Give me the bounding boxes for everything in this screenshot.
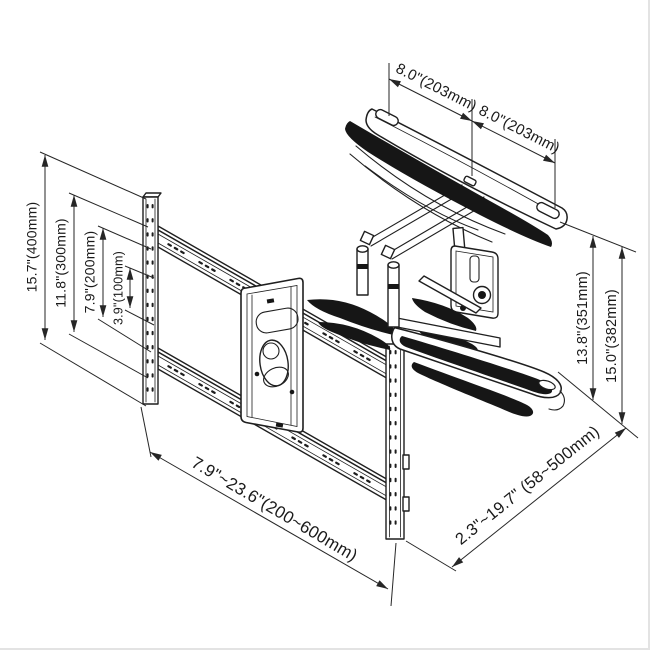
dim-label-extension-range: 2.3"~19.7" (58~500mm): [452, 422, 603, 548]
pivot-cylinders: [356, 245, 400, 328]
dim-rail-width: 7.9"~23.6"(200~600mm): [140, 406, 397, 607]
rail-clip: [402, 454, 410, 470]
articulating-arm-lower: [391, 327, 566, 417]
dim-label-plate-height: 15.0"(382mm): [604, 289, 620, 383]
screw-hole: [254, 371, 260, 377]
dim-label-arm-height: 13.8"(351mm): [575, 271, 591, 365]
wall-plate-bar: [345, 108, 568, 247]
rail-clip: [402, 496, 410, 512]
dim-label-vesa-200: 7.9"(200mm): [82, 231, 98, 314]
vesa-plate: [240, 277, 304, 433]
mount-slot-right: [536, 201, 560, 220]
dim-extension-range: 2.3"~19.7" (58~500mm): [405, 422, 627, 572]
dim-right-heights: 13.8"(351mm) 15.0"(382mm): [557, 221, 639, 439]
dim-label-vesa-100: 3.9"(100mm): [111, 251, 125, 325]
swivel-arc-tracks: [349, 145, 506, 243]
mount-slot-center: [463, 175, 477, 187]
tv-rail-left: [142, 192, 162, 405]
screw-hole: [289, 389, 295, 395]
arm-underside: [411, 362, 534, 417]
dim-label-vesa-300: 11.8"(300mm): [53, 218, 69, 308]
dim-left-vesa: 15.7"(400mm) 11.8"(300mm) 7.9"(200mm) 3.…: [24, 151, 155, 407]
dim-label-vesa-400: 15.7"(400mm): [24, 202, 40, 293]
arm-end-slot: [538, 379, 556, 391]
curved-plate-edge: [345, 121, 552, 247]
